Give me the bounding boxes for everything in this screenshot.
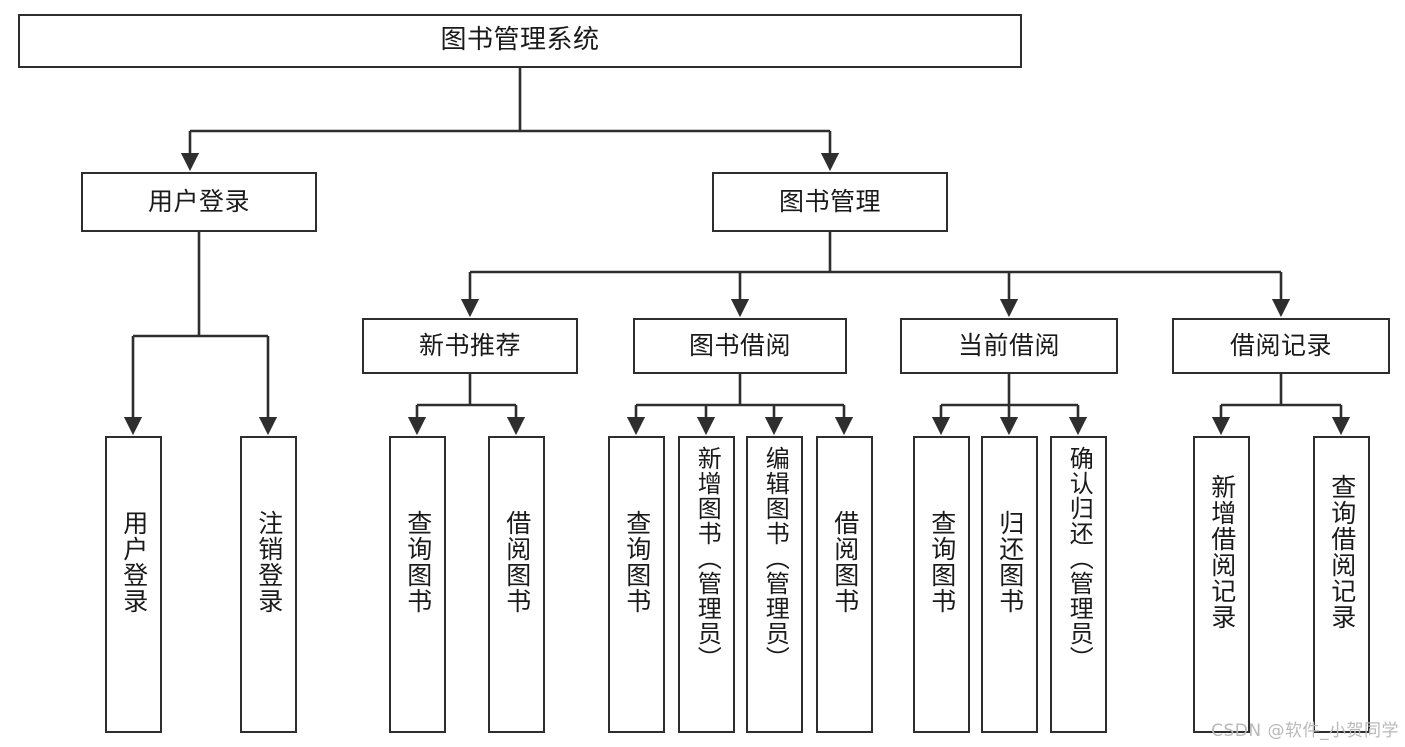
node-leaf-borrow-book-1[interactable]: 借阅图书 [488, 436, 545, 733]
node-label: 借阅记录 [1229, 331, 1332, 360]
node-book-borrow[interactable]: 图书借阅 [633, 318, 847, 374]
node-new-book-recommend[interactable]: 新书推荐 [362, 318, 578, 374]
node-leaf-return-book[interactable]: 归还图书 [981, 436, 1038, 733]
node-leaf-query-record[interactable]: 查询借阅记录 [1313, 436, 1370, 733]
node-label: 借阅图书 [830, 510, 860, 614]
node-label: 查询图书 [927, 510, 957, 614]
node-label: 图书管理系统 [440, 25, 600, 56]
node-label: 新书推荐 [418, 331, 521, 360]
node-label: 新增图书（管理员） [693, 446, 722, 671]
node-root-system[interactable]: 图书管理系统 [18, 14, 1022, 68]
node-label: 当前借阅 [957, 331, 1060, 360]
node-leaf-borrow-book-2[interactable]: 借阅图书 [816, 436, 873, 733]
node-leaf-user-logout[interactable]: 注销登录 [240, 436, 297, 733]
node-label: 借阅图书 [502, 510, 532, 614]
node-label: 确认归还（管理员） [1065, 446, 1094, 671]
node-leaf-query-book-1[interactable]: 查询图书 [389, 436, 446, 733]
node-book-manage[interactable]: 图书管理 [712, 172, 948, 232]
csdn-watermark: CSDN @软件_小贺同学 [1211, 721, 1399, 741]
node-label: 注销登录 [254, 510, 284, 614]
node-label: 用户登录 [119, 510, 149, 614]
node-label: 查询图书 [622, 510, 652, 614]
node-leaf-add-record[interactable]: 新增借阅记录 [1193, 436, 1250, 733]
node-leaf-confirm-return[interactable]: 确认归还（管理员） [1050, 436, 1107, 733]
node-user-login[interactable]: 用户登录 [81, 172, 317, 232]
node-label: 查询借阅记录 [1327, 474, 1357, 630]
node-label: 图书管理 [778, 187, 881, 216]
node-leaf-add-book[interactable]: 新增图书（管理员） [678, 436, 735, 733]
node-label: 查询图书 [403, 510, 433, 614]
node-label: 新增借阅记录 [1207, 474, 1237, 630]
node-current-borrow[interactable]: 当前借阅 [900, 318, 1118, 374]
node-leaf-query-book-3[interactable]: 查询图书 [913, 436, 970, 733]
node-borrow-record[interactable]: 借阅记录 [1172, 318, 1390, 374]
node-leaf-user-login[interactable]: 用户登录 [105, 436, 162, 733]
node-label: 编辑图书（管理员） [761, 446, 790, 671]
node-label: 图书借阅 [688, 331, 791, 360]
node-leaf-query-book-2[interactable]: 查询图书 [608, 436, 665, 733]
node-leaf-edit-book[interactable]: 编辑图书（管理员） [746, 436, 803, 733]
node-label: 用户登录 [147, 187, 250, 216]
node-label: 归还图书 [995, 510, 1025, 614]
